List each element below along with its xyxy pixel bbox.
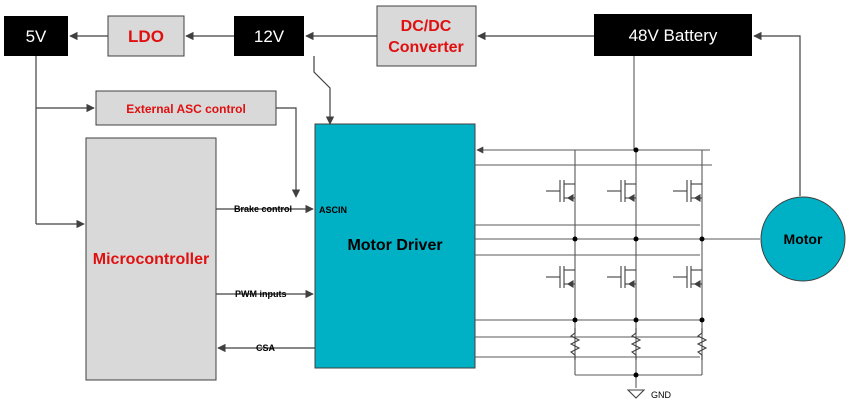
mosfet-icon: [546, 180, 702, 202]
5v-distribution: [35, 56, 301, 229]
mcu-signals: [216, 204, 315, 353]
block-dcdc: DC/DC Converter: [376, 5, 477, 67]
block-dcdc-label-1: DC/DC: [401, 18, 452, 35]
block-battery-label: 48V Battery: [629, 26, 718, 45]
block-12v-label: 12V: [254, 27, 285, 46]
block-mcu-label: Microcontroller: [93, 251, 209, 268]
ground-icon: [626, 389, 646, 399]
pwm-label: PWM inputs: [235, 289, 287, 299]
power-stage-wiring: [475, 56, 760, 388]
junction-dots: [572, 147, 705, 378]
block-5v-label: 5V: [26, 27, 47, 46]
motor-label: Motor: [784, 231, 823, 247]
block-ldo: LDO: [107, 15, 185, 57]
block-driver: Motor Driver ASCIN: [314, 123, 476, 369]
block-asc-label: External ASC control: [126, 102, 246, 116]
ascin-label: ASCIN: [319, 205, 347, 215]
motor: Motor: [760, 196, 846, 282]
resistor-icon: [569, 328, 708, 360]
power-arrows: [69, 31, 801, 196]
block-asc: External ASC control: [95, 90, 277, 126]
gnd-label: GND: [651, 390, 672, 400]
block-dcdc-label-2: Converter: [388, 39, 464, 56]
mosfet-icon-low: [546, 266, 702, 288]
block-12v: 12V: [234, 16, 304, 56]
block-mcu: Microcontroller: [85, 137, 217, 381]
csa-label: CSA: [256, 343, 276, 353]
brake-label: Brake control: [234, 204, 292, 214]
block-5v: 5V: [4, 16, 68, 56]
block-battery: 48V Battery: [594, 14, 752, 56]
block-driver-label: Motor Driver: [347, 237, 442, 254]
block-ldo-label: LDO: [128, 27, 164, 46]
